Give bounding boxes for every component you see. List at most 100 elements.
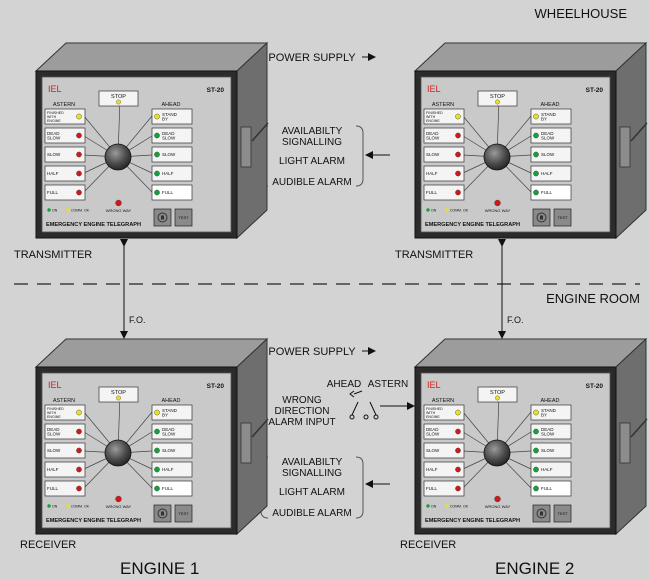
ahead-button[interactable] (530, 108, 572, 125)
ahead-button[interactable] (151, 461, 193, 478)
astern-button-label: DEAD (426, 131, 439, 136)
astern-button-label: SLOW (426, 135, 440, 140)
ahead-button[interactable] (530, 146, 572, 163)
test-button[interactable] (553, 504, 572, 523)
ahead-button[interactable] (530, 404, 572, 421)
astern-button[interactable] (44, 480, 86, 497)
ahead-led (154, 447, 160, 454)
comm-ok-led (445, 208, 449, 212)
astern-button[interactable] (44, 146, 86, 163)
test-button[interactable] (174, 504, 193, 523)
astern-button-label: FULL (426, 190, 438, 195)
stop-button[interactable] (477, 386, 518, 403)
ahead-led (154, 466, 160, 473)
astern-button[interactable] (423, 423, 465, 440)
astern-button[interactable] (44, 165, 86, 182)
ahead-button[interactable] (530, 165, 572, 182)
buzzer-button[interactable] (153, 208, 172, 227)
astern-led (455, 170, 461, 177)
ahead-button[interactable] (530, 480, 572, 497)
fo-label-right: F.O. (507, 315, 524, 325)
buzzer-button[interactable] (532, 208, 551, 227)
test-button[interactable] (174, 208, 193, 227)
astern-button[interactable] (423, 404, 465, 421)
astern-button-label: HALF (426, 171, 438, 176)
ahead-button-label: FULL (541, 190, 553, 195)
astern-button[interactable] (423, 480, 465, 497)
ahead-button-label: DEAD (162, 427, 175, 432)
astern-led (455, 485, 461, 492)
astern-button[interactable] (44, 442, 86, 459)
test-label: TEST (557, 215, 568, 220)
ahead-header: AHEAD (162, 398, 181, 404)
availability-line1-top: AVAILABILTY (282, 126, 343, 137)
buzzer-button[interactable] (153, 504, 172, 523)
astern-button[interactable] (423, 146, 465, 163)
astern-led (76, 113, 82, 120)
astern-button[interactable] (423, 127, 465, 144)
astern-led (76, 409, 82, 416)
astern-led (455, 151, 461, 158)
wrong-way-label: WRONG WAY (106, 208, 132, 213)
wrong-way-label: WRONG WAY (485, 208, 511, 213)
fo-label-left: F.O. (129, 315, 146, 325)
ahead-button[interactable] (530, 127, 572, 144)
ahead-button[interactable] (530, 423, 572, 440)
ahead-button[interactable] (530, 442, 572, 459)
selector-knob[interactable] (483, 439, 511, 467)
test-button[interactable] (553, 208, 572, 227)
astern-button[interactable] (44, 108, 86, 125)
selector-knob[interactable] (483, 143, 511, 171)
audible-alarm-bottom: AUDIBLE ALARM (272, 508, 351, 519)
stop-button[interactable] (477, 90, 518, 107)
astern-button[interactable] (44, 404, 86, 421)
ahead-button-label: STAND (541, 408, 557, 413)
ahead-button[interactable] (151, 404, 193, 421)
stop-button[interactable] (98, 386, 139, 403)
mount-bracket (240, 422, 252, 464)
ahead-button-label: STAND (162, 112, 178, 117)
light-alarm-top: LIGHT ALARM (279, 156, 345, 167)
ahead-button[interactable] (151, 146, 193, 163)
ahead-button[interactable] (151, 165, 193, 182)
astern-button-label: ENGINE (47, 415, 61, 419)
astern-button[interactable] (423, 108, 465, 125)
ahead-button[interactable] (151, 423, 193, 440)
astern-button-label: DEAD (47, 131, 60, 136)
on-led (47, 504, 51, 508)
ahead-button[interactable] (151, 108, 193, 125)
ahead-button-label: DEAD (541, 131, 554, 136)
astern-button[interactable] (44, 423, 86, 440)
ahead-led (533, 189, 539, 196)
ahead-led (533, 466, 539, 473)
astern-led (76, 189, 82, 196)
astern-button-label: SLOW (426, 431, 440, 436)
astern-button[interactable] (44, 127, 86, 144)
wrong-way-label: WRONG WAY (485, 504, 511, 509)
test-label: TEST (557, 511, 568, 516)
ahead-button-label: DEAD (162, 131, 175, 136)
astern-button[interactable] (423, 165, 465, 182)
astern-button[interactable] (44, 461, 86, 478)
astern-button[interactable] (423, 184, 465, 201)
astern-led (76, 151, 82, 158)
on-label: ON (52, 505, 58, 509)
astern-button-label: ENGINE (47, 119, 61, 123)
astern-button-label: SLOW (47, 135, 61, 140)
ahead-button[interactable] (151, 480, 193, 497)
selector-knob[interactable] (104, 143, 132, 171)
ahead-button-label: SLOW (162, 448, 176, 453)
buzzer-button[interactable] (532, 504, 551, 523)
astern-button[interactable] (423, 442, 465, 459)
stop-button[interactable] (98, 90, 139, 107)
ahead-button[interactable] (151, 442, 193, 459)
ahead-button[interactable] (530, 461, 572, 478)
astern-button[interactable] (423, 461, 465, 478)
ahead-button[interactable] (530, 184, 572, 201)
model-label: ST-20 (586, 87, 604, 94)
selector-knob[interactable] (104, 439, 132, 467)
astern-button[interactable] (44, 184, 86, 201)
ahead-button[interactable] (151, 127, 193, 144)
ahead-button-label: HALF (541, 467, 553, 472)
ahead-button[interactable] (151, 184, 193, 201)
